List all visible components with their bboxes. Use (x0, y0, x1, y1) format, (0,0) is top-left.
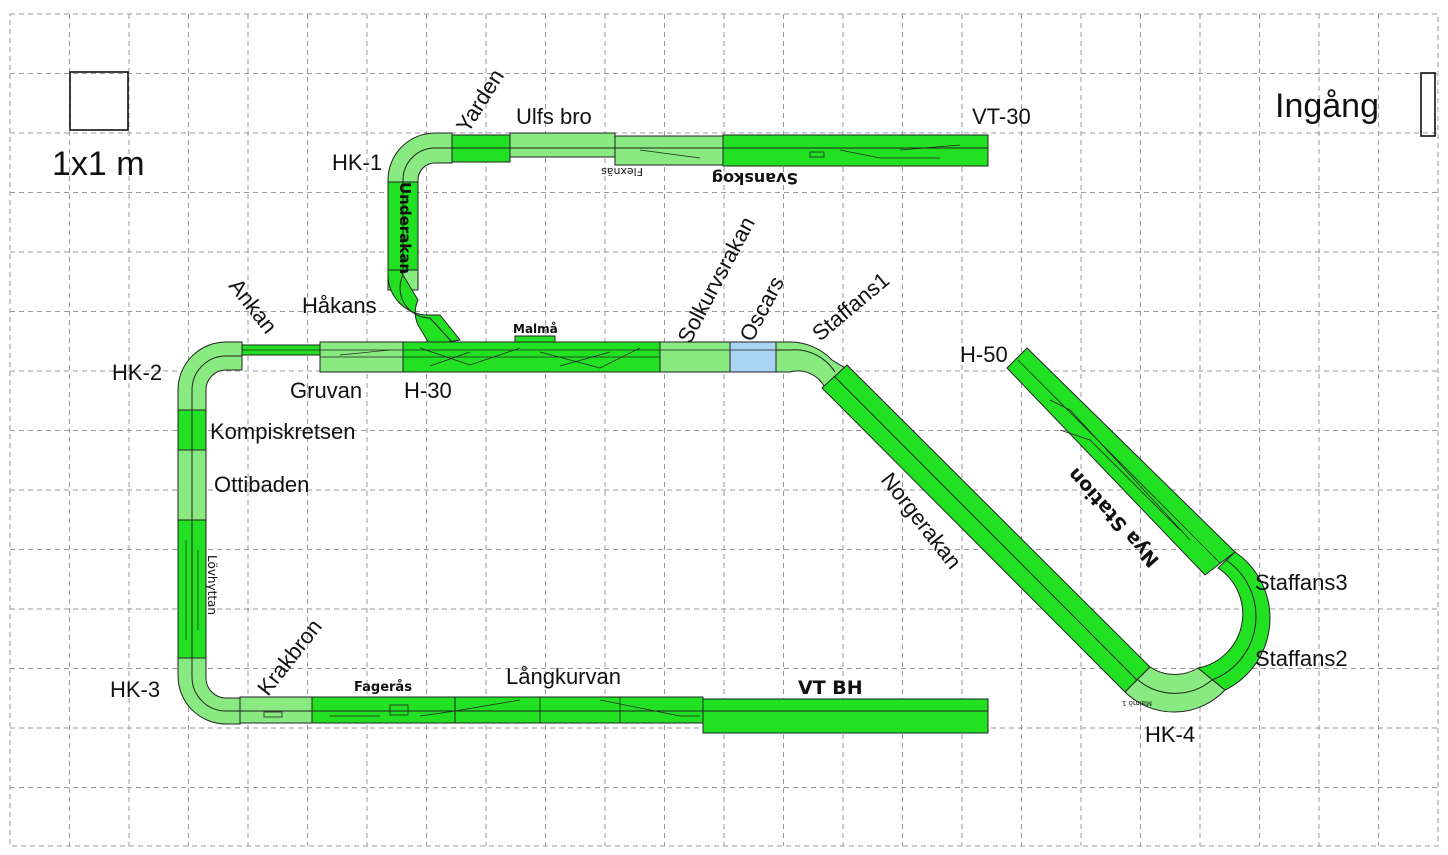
module-underakan[interactable] (387, 248, 461, 346)
track-sidings-middle (419, 347, 641, 369)
label-staffans3: Staffans3 (1255, 570, 1348, 595)
module-svanskog[interactable] (722, 134, 989, 167)
scale-square (69, 71, 129, 131)
track-sidings-top (639, 144, 961, 159)
grid-border (9, 13, 1439, 847)
label-ulfs-bro: Ulfs bro (516, 104, 592, 129)
track-hk1 (402, 147, 452, 290)
track-hk2 (191, 355, 242, 410)
bridge-krakbron (263, 711, 283, 718)
module-fageras[interactable] (311, 696, 456, 724)
label-underakan: Underakan (396, 182, 414, 274)
label-langkurvan: Långkurvan (506, 664, 621, 689)
label-h30: H-30 (404, 378, 452, 403)
track-norgerakan (833, 375, 1138, 681)
label-oscars: Oscars (734, 272, 789, 345)
label-krakbron: Krakbron (252, 614, 327, 700)
label-staffans2: Staffans2 (1255, 646, 1348, 671)
building-svanskog (809, 151, 825, 158)
label-hk3: HK-3 (110, 677, 160, 702)
module-hk2[interactable] (177, 341, 243, 411)
label-lovhyttan: Lövhyttan (205, 555, 219, 615)
entrance-label: Ingång (1275, 87, 1379, 125)
track-middle (242, 349, 776, 358)
track-hk4 (1137, 679, 1213, 694)
label-fageras: Fagerås (354, 680, 412, 695)
entrance-door (1420, 72, 1436, 137)
track-hk3 (191, 658, 240, 712)
track-staffans (1211, 559, 1257, 681)
scale-label: 1x1 m (52, 145, 145, 183)
track-gruvan (339, 349, 391, 356)
track-staffans1 (776, 349, 836, 373)
module-nya-station[interactable] (1006, 347, 1236, 576)
module-ulfs-bro[interactable] (509, 132, 616, 158)
label-kompiskretsen: Kompiskretsen (210, 419, 356, 444)
module-hk4[interactable] (1124, 666, 1226, 713)
track-sidings-bottom (330, 699, 700, 717)
label-svanskog: Svanskog (712, 169, 798, 188)
module-krakbron[interactable] (239, 696, 313, 724)
label-staffans1: Staffans1 (807, 267, 894, 346)
label-ottibaden: Ottibaden (214, 472, 309, 497)
module-solkurvsrakan[interactable] (659, 341, 731, 373)
label-hk2: HK-2 (112, 360, 162, 385)
label-h50: H-50 (960, 342, 1008, 367)
label-hk1: HK-1 (332, 150, 382, 175)
label-vt-bh: VT BH (798, 677, 863, 699)
track-nya-station (1017, 359, 1221, 564)
module-oscars[interactable] (729, 341, 777, 373)
label-hakans: Håkans (302, 293, 377, 318)
label-flexnas: Flexnäs (601, 165, 643, 178)
label-malma: Malmå (513, 322, 558, 336)
label-gruvan: Gruvan (290, 378, 362, 403)
module-hk3[interactable] (177, 657, 241, 725)
track-sidings-left (185, 540, 199, 640)
label-ankan: Ankan (224, 274, 282, 339)
label-malma-small: Malmö 1 (1122, 699, 1152, 707)
label-vt30: VT-30 (972, 104, 1031, 129)
module-flexnas[interactable] (614, 135, 724, 166)
module-langkurvan[interactable] (454, 696, 704, 724)
module-vt-bh[interactable] (702, 698, 989, 734)
platform-malma (514, 335, 556, 343)
label-hk4: HK-4 (1145, 722, 1195, 747)
label-yarden: Yarden (451, 65, 509, 137)
track-underakan (399, 274, 453, 343)
building-fageras (389, 704, 409, 716)
